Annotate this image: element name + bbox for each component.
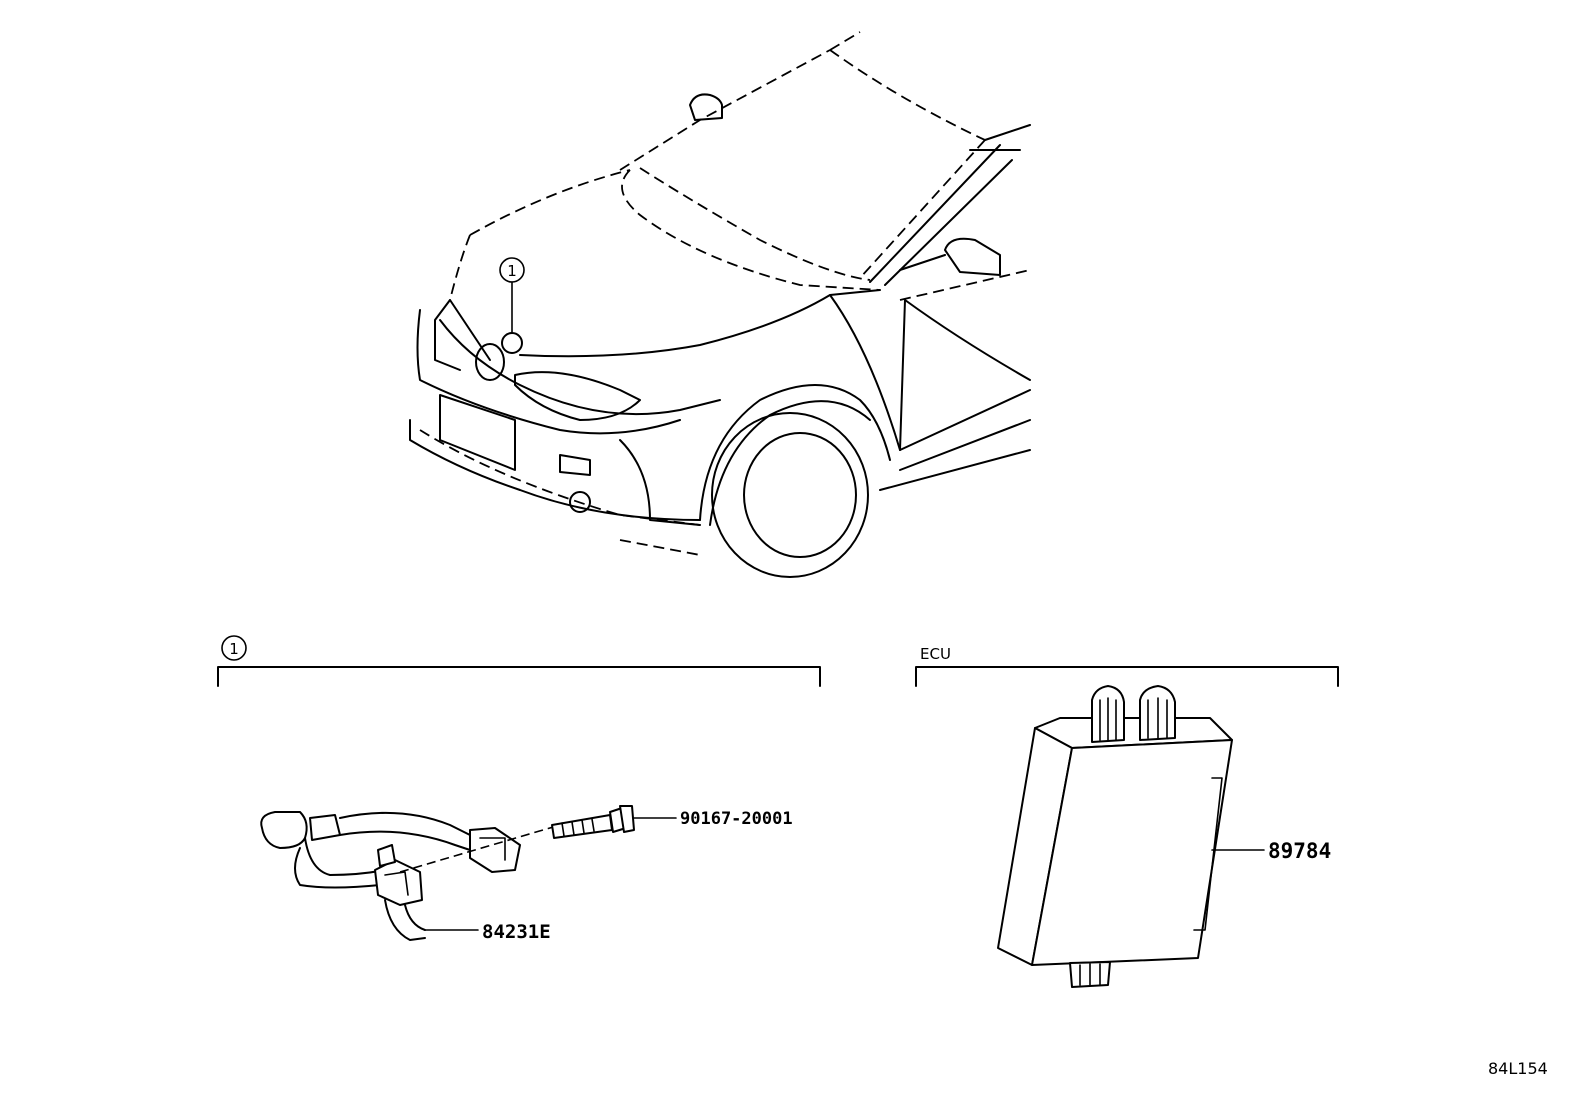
drawing-id: 84L154 (1488, 1059, 1548, 1078)
part-number-sensor-wire[interactable]: 84231E (482, 921, 551, 943)
callout-1-car: 1 (499, 257, 525, 283)
vehicle-illustration (409, 31, 1031, 578)
sensor-location-marker (501, 332, 523, 354)
sensor-wire-assembly (260, 805, 677, 941)
ecu-group-label: ECU (920, 645, 951, 663)
part-number-bolt[interactable]: 90167-20001 (680, 809, 793, 829)
group-1-number: 1 (229, 640, 239, 658)
ecu-group-bracket: ECU (915, 645, 1339, 687)
part-number-ecu[interactable]: 89784 (1268, 839, 1331, 863)
ecu-module (997, 685, 1265, 988)
group-1-bracket: 1 (217, 635, 821, 687)
callout-1-number: 1 (507, 262, 517, 280)
